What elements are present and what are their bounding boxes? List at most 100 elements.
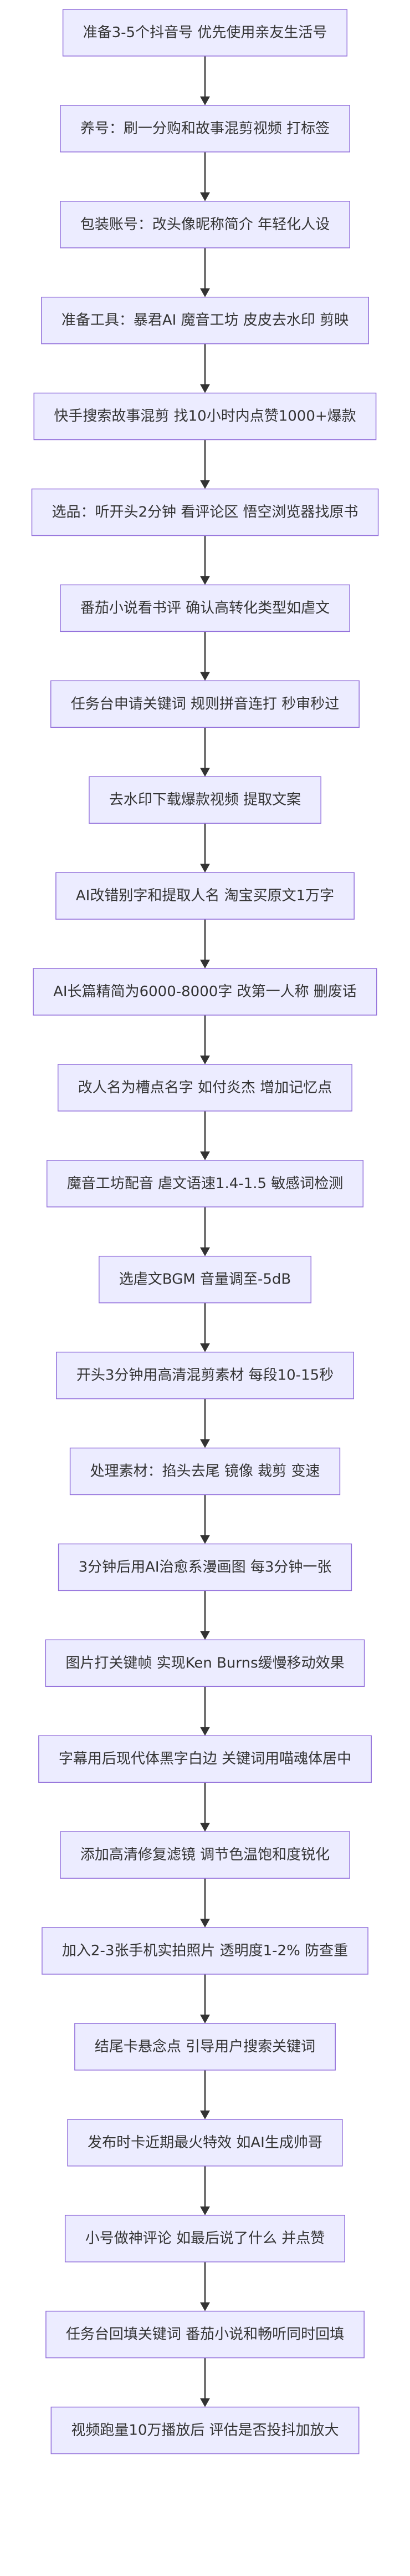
step-box bbox=[60, 105, 350, 153]
arrowhead bbox=[200, 2302, 210, 2311]
arrowhead bbox=[200, 384, 210, 393]
arrowhead bbox=[200, 2398, 210, 2407]
step-box bbox=[46, 1160, 364, 1208]
step-box bbox=[50, 680, 360, 728]
flow-step: 视频跑量10万播放后 评估是否投抖加放大 bbox=[50, 2406, 360, 2455]
arrowhead bbox=[200, 1439, 210, 1448]
step-label: AI改错别字和提取人名 淘宝买原文1万字 bbox=[76, 888, 334, 904]
arrowhead bbox=[200, 1151, 210, 1160]
arrowhead bbox=[200, 480, 210, 489]
step-label: 去水印下载爆款视频 提取文案 bbox=[109, 792, 301, 808]
step-box bbox=[60, 584, 350, 632]
step-label: 快手搜索故事混剪 找10小时内点赞1000+爆款 bbox=[54, 408, 356, 425]
step-box bbox=[33, 392, 377, 440]
flow-step: 图片打关键帧 实现Ken Burns缓慢移动效果 bbox=[45, 1639, 365, 1687]
arrowhead bbox=[200, 1823, 210, 1832]
flow-step: 选虐文BGM 音量调至-5dB bbox=[99, 1255, 312, 1304]
arrowhead bbox=[200, 2206, 210, 2215]
flow-step: 添加高清修复滤镜 调节色温饱和度锐化 bbox=[60, 1831, 350, 1879]
flow-step: 发布时卡近期最火特效 如AI生成帅哥 bbox=[67, 2119, 343, 2167]
flow-step: 番茄小说看书评 确认高转化类型如虐文 bbox=[60, 584, 350, 632]
step-box bbox=[58, 1543, 352, 1591]
step-label: 任务台申请关键词 规则拼音连打 秒审秒过 bbox=[71, 696, 340, 712]
flow-step: 养号：刷一分购和故事混剪视频 打标签 bbox=[60, 105, 350, 153]
step-box bbox=[45, 2310, 365, 2359]
flow-step: 结尾卡悬念点 引导用户搜索关键词 bbox=[74, 2023, 336, 2071]
flow-step: 去水印下载爆款视频 提取文案 bbox=[89, 776, 321, 824]
step-box bbox=[33, 968, 377, 1016]
step-label: 开头3分钟用高清混剪素材 每段10-15秒 bbox=[76, 1367, 334, 1384]
arrowhead bbox=[200, 960, 210, 968]
flow-step: 准备工具：暴君AI 魔音工坊 皮皮去水印 剪映 bbox=[41, 296, 369, 344]
step-label: AI长篇精简为6000-8000字 改第一人称 删废话 bbox=[53, 983, 357, 1000]
step-label: 养号：刷一分购和故事混剪视频 打标签 bbox=[80, 120, 330, 137]
step-box bbox=[31, 488, 379, 536]
arrowhead bbox=[200, 2110, 210, 2119]
flow-step: 快手搜索故事混剪 找10小时内点赞1000+爆款 bbox=[33, 392, 377, 440]
arrowhead bbox=[200, 2014, 210, 2024]
flow-step: 任务台申请关键词 规则拼音连打 秒审秒过 bbox=[50, 680, 360, 728]
step-box bbox=[74, 2023, 336, 2071]
step-label: 番茄小说看书评 确认高转化类型如虐文 bbox=[80, 600, 330, 616]
arrowhead bbox=[200, 192, 210, 201]
arrowhead bbox=[200, 1631, 210, 1640]
step-label: 准备3-5个抖音号 优先使用亲友生活号 bbox=[83, 24, 327, 41]
flow-step: 字幕用后现代体黑字白边 关键词用喵魂体居中 bbox=[38, 1735, 372, 1783]
arrowhead bbox=[200, 96, 210, 105]
step-label: 发布时卡近期最火特效 如AI生成帅哥 bbox=[88, 2134, 322, 2151]
arrowhead bbox=[200, 576, 210, 585]
arrowhead bbox=[200, 1343, 210, 1352]
flow-step: 3分钟后用AI治愈系漫画图 每3分钟一张 bbox=[58, 1543, 352, 1591]
flow-step: 魔音工坊配音 虐文语速1.4-1.5 敏感词检测 bbox=[46, 1160, 364, 1208]
step-box bbox=[62, 9, 348, 57]
arrowhead bbox=[200, 864, 210, 873]
step-label: 字幕用后现代体黑字白边 关键词用喵魂体居中 bbox=[59, 1751, 351, 1767]
step-label: 添加高清修复滤镜 调节色温饱和度锐化 bbox=[80, 1847, 330, 1863]
step-label: 视频跑量10万播放后 评估是否投抖加放大 bbox=[71, 2422, 339, 2439]
step-box bbox=[60, 1831, 350, 1879]
arrowhead bbox=[200, 288, 210, 297]
flow-step: 小号做神评论 如最后说了什么 并点赞 bbox=[64, 2214, 345, 2263]
step-box bbox=[45, 1639, 365, 1687]
flow-step: 任务台回填关键词 番茄小说和畅听同时回填 bbox=[45, 2310, 365, 2359]
step-box bbox=[64, 2214, 345, 2263]
step-box bbox=[50, 2406, 360, 2455]
step-box bbox=[67, 2119, 343, 2167]
step-label: 图片打关键帧 实现Ken Burns缓慢移动效果 bbox=[65, 1655, 344, 1671]
flow-step: 选品：听开头2分钟 看评论区 悟空浏览器找原书 bbox=[31, 488, 379, 536]
arrowhead bbox=[200, 768, 210, 777]
arrowhead bbox=[200, 1727, 210, 1736]
arrowhead bbox=[200, 1055, 210, 1064]
step-label: 结尾卡悬念点 引导用户搜索关键词 bbox=[95, 2039, 315, 2055]
flow-step: 改人名为槽点名字 如付炎杰 增加记忆点 bbox=[57, 1064, 352, 1112]
arrowhead bbox=[200, 1535, 210, 1544]
step-label: 选虐文BGM 音量调至-5dB bbox=[119, 1271, 291, 1288]
step-box bbox=[38, 1735, 372, 1783]
step-label: 任务台回填关键词 番茄小说和畅听同时回填 bbox=[66, 2326, 344, 2343]
step-box bbox=[89, 776, 321, 824]
flowchart-edges bbox=[200, 56, 210, 2407]
step-box bbox=[99, 1255, 312, 1304]
step-box bbox=[42, 1927, 368, 1975]
flow-step: 包装账号：改头像昵称简介 年轻化人设 bbox=[60, 201, 350, 249]
step-label: 包装账号：改头像昵称简介 年轻化人设 bbox=[80, 216, 330, 233]
step-label: 加入2-3张手机实拍照片 透明度1-2% 防查重 bbox=[62, 1943, 348, 1959]
step-label: 改人名为槽点名字 如付炎杰 增加记忆点 bbox=[78, 1079, 332, 1096]
step-box bbox=[57, 1064, 352, 1112]
arrowhead bbox=[200, 1247, 210, 1256]
step-box bbox=[60, 201, 350, 249]
flow-step: 开头3分钟用高清混剪素材 每段10-15秒 bbox=[56, 1351, 354, 1399]
step-label: 选品：听开头2分钟 看评论区 悟空浏览器找原书 bbox=[52, 504, 358, 521]
step-box bbox=[55, 872, 355, 920]
flow-step: 准备3-5个抖音号 优先使用亲友生活号 bbox=[62, 9, 348, 57]
step-label: 魔音工坊配音 虐文语速1.4-1.5 敏感词检测 bbox=[67, 1175, 344, 1192]
flow-step: 处理素材：掐头去尾 镜像 裁剪 变速 bbox=[69, 1447, 341, 1495]
flow-step: 加入2-3张手机实拍照片 透明度1-2% 防查重 bbox=[42, 1927, 368, 1975]
arrowhead bbox=[200, 672, 210, 681]
arrowhead bbox=[200, 1919, 210, 1928]
flow-step: AI改错别字和提取人名 淘宝买原文1万字 bbox=[55, 872, 355, 920]
step-label: 准备工具：暴君AI 魔音工坊 皮皮去水印 剪映 bbox=[62, 312, 348, 329]
step-label: 处理素材：掐头去尾 镜像 裁剪 变速 bbox=[90, 1463, 320, 1480]
